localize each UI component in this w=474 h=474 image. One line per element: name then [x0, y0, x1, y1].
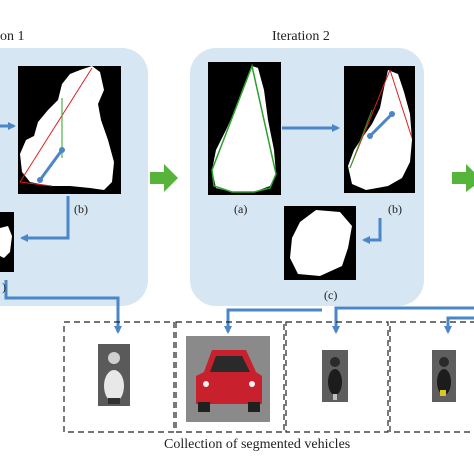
arrow-to-collection-4	[444, 316, 474, 334]
iteration-1-title: on 1	[0, 29, 25, 44]
collection-box-2	[175, 321, 285, 433]
iteration-2-label-c: (c)	[324, 288, 338, 302]
iteration-2-mask-a	[208, 62, 281, 195]
iteration-1-label-b: (b)	[74, 202, 88, 216]
arrow-iter2-to-collection	[224, 308, 322, 334]
collection-box-3	[285, 321, 389, 433]
arrow-b-to-c-1	[20, 196, 70, 242]
vehicle-thumbnail-scooter	[98, 344, 130, 406]
arrow-iter1-to-collection	[4, 280, 122, 334]
iteration-1-label-c: )	[2, 280, 6, 294]
collection-box-4	[389, 321, 474, 433]
iteration-2-label-a: (a)	[234, 202, 248, 216]
arrow-to-collection-3	[332, 306, 474, 334]
collection-boxes	[63, 321, 474, 433]
collection-caption: Collection of segmented vehicles	[164, 437, 351, 452]
arrow-b-to-c-2	[362, 218, 382, 244]
collection-box-1	[63, 321, 175, 433]
next-iteration-arrow	[150, 164, 178, 192]
iteration-1-mask-c	[0, 212, 14, 272]
vehicle-thumbnail-motorbike-2	[432, 350, 456, 402]
vehicle-thumbnail-car	[186, 336, 270, 422]
iteration-2-label-b: (b)	[388, 202, 402, 216]
iteration-2-title: Iteration 2	[272, 29, 330, 44]
iteration-1-mask-b	[18, 66, 121, 194]
vehicle-thumbnail-motorbike-1	[322, 350, 348, 402]
iteration-2-mask-c	[284, 206, 356, 280]
next-iteration-arrow-right	[452, 164, 474, 192]
iteration-2-mask-b	[344, 66, 415, 193]
